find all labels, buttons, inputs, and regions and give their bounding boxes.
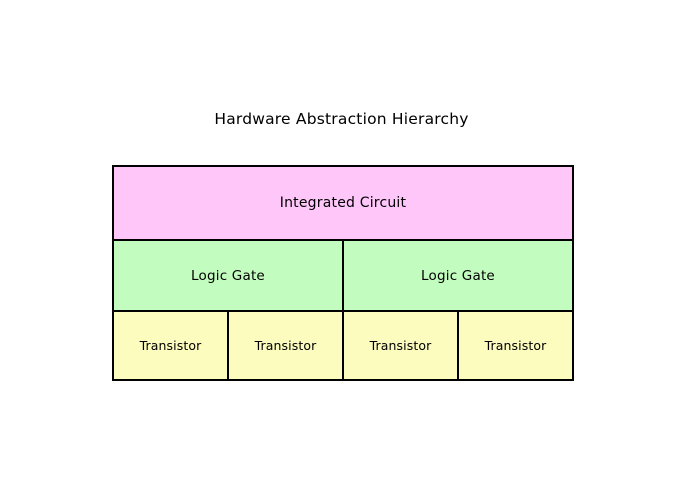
logic-gate-level-row: Logic Gate Logic Gate	[114, 239, 572, 310]
transistor-cell-3: Transistor	[342, 312, 457, 379]
hardware-abstraction-hierarchy-table: Integrated Circuit Logic Gate Logic Gate…	[112, 165, 574, 381]
page-title: Hardware Abstraction Hierarchy	[214, 110, 469, 128]
transistor-cell-2: Transistor	[227, 312, 342, 379]
integrated-circuit-cell: Integrated Circuit	[114, 167, 572, 239]
transistor-level-row: Transistor Transistor Transistor Transis…	[114, 310, 572, 379]
integrated-circuit-level-row: Integrated Circuit	[114, 167, 572, 239]
transistor-cell-4: Transistor	[457, 312, 572, 379]
transistor-cell-1: Transistor	[114, 312, 227, 379]
logic-gate-cell-1: Logic Gate	[114, 241, 342, 310]
logic-gate-cell-2: Logic Gate	[342, 241, 572, 310]
